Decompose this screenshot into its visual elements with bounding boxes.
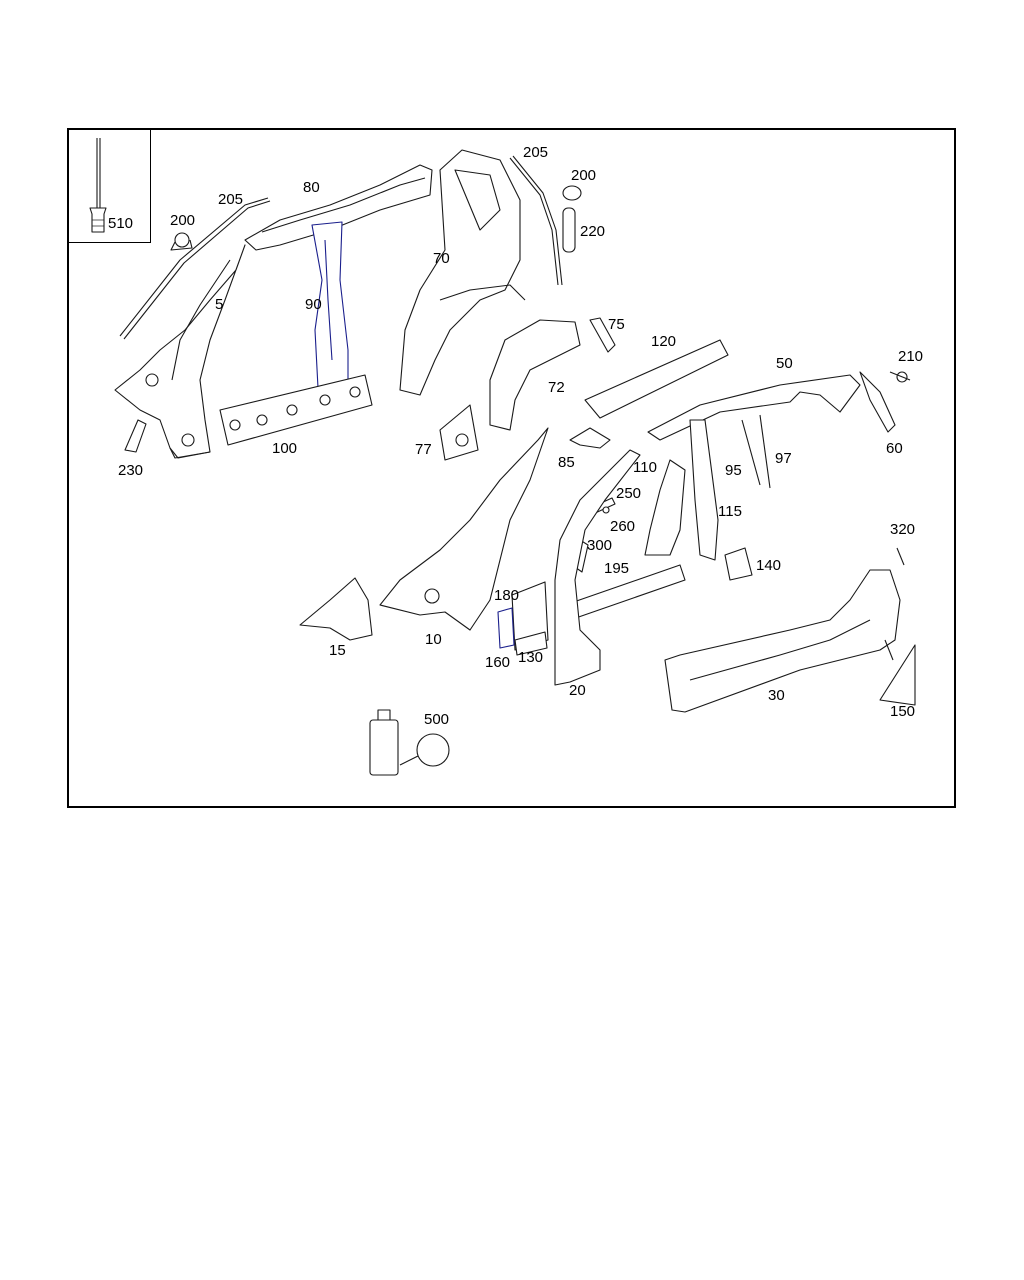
callout-320: 320 (890, 521, 916, 538)
callout-160: 160 (485, 654, 511, 671)
callout-200-right: 200 (571, 167, 597, 184)
part-15-drawing (299, 577, 373, 641)
callout-75: 75 (608, 316, 625, 333)
part-110-drawing (644, 459, 686, 556)
part-90-drawing (311, 221, 349, 389)
callout-50: 50 (776, 355, 793, 372)
callout-200-left: 200 (170, 212, 196, 229)
rod-205-left-drawing (119, 197, 271, 340)
callout-220: 220 (580, 223, 606, 240)
part-10-drawing (379, 427, 549, 631)
callout-15: 15 (329, 642, 346, 659)
callout-210: 210 (898, 348, 924, 365)
part-75-drawing (589, 317, 616, 353)
part-50-drawing (647, 374, 861, 441)
part-120-drawing (584, 339, 729, 419)
callout-70: 70 (433, 250, 450, 267)
part-100-drawing (219, 374, 373, 446)
part-85-drawing (569, 427, 611, 449)
part-230-drawing (124, 419, 147, 453)
callout-60: 60 (886, 440, 903, 457)
callout-115: 115 (718, 503, 742, 520)
callout-260: 260 (610, 518, 636, 535)
callout-250: 250 (616, 485, 642, 502)
callout-150: 150 (890, 703, 916, 720)
callout-72: 72 (548, 379, 565, 396)
tube-220-drawing (562, 207, 576, 253)
part-30-drawing (664, 569, 901, 713)
callout-90: 90 (305, 296, 322, 313)
callout-5: 5 (215, 296, 224, 313)
callout-110: 110 (633, 459, 657, 476)
part-115-drawing (689, 419, 719, 561)
seal-97-drawing (759, 414, 771, 489)
part-320-drawing (896, 547, 905, 566)
part-70-drawing (399, 149, 526, 396)
seal-95-drawing (741, 419, 761, 486)
callout-77: 77 (415, 441, 432, 458)
part-500-drawing (369, 709, 450, 776)
inset-box-rivet (67, 128, 151, 243)
callout-130: 130 (518, 649, 544, 666)
callout-20: 20 (569, 682, 586, 699)
part-260-drawing (602, 506, 610, 514)
callout-80: 80 (303, 179, 320, 196)
part-160-drawing (497, 607, 515, 649)
callout-97: 97 (775, 450, 792, 467)
callout-120: 120 (651, 333, 677, 350)
callout-500: 500 (424, 711, 450, 728)
clip-200-right-drawing (562, 185, 582, 201)
callout-10: 10 (425, 631, 442, 648)
callout-205-right: 205 (523, 144, 549, 161)
part-5-drawing (114, 244, 246, 459)
callout-300: 300 (587, 537, 613, 554)
part-20-drawing (554, 449, 641, 686)
callout-205-left: 205 (218, 191, 244, 208)
part-150-drawing (879, 644, 916, 706)
part-130-drawing (514, 631, 548, 656)
part-72-drawing (489, 319, 581, 431)
callout-180: 180 (494, 587, 520, 604)
part-60-drawing (859, 371, 896, 433)
part-140-drawing (724, 547, 753, 581)
callout-140: 140 (756, 557, 782, 574)
diagram-frame (67, 128, 956, 808)
rivet-510-drawing (89, 138, 107, 233)
part-210-drawing (889, 371, 911, 383)
callout-95: 95 (725, 462, 742, 479)
part-77-drawing (439, 404, 479, 461)
callout-30: 30 (768, 687, 785, 704)
rod-205-right-drawing (509, 157, 559, 286)
callout-85: 85 (558, 454, 575, 471)
part-180-drawing (511, 581, 549, 651)
callout-100: 100 (272, 440, 298, 457)
part-80-drawing (244, 164, 433, 251)
callout-195: 195 (604, 560, 630, 577)
callout-510: 510 (108, 215, 134, 232)
callout-230: 230 (118, 462, 144, 479)
